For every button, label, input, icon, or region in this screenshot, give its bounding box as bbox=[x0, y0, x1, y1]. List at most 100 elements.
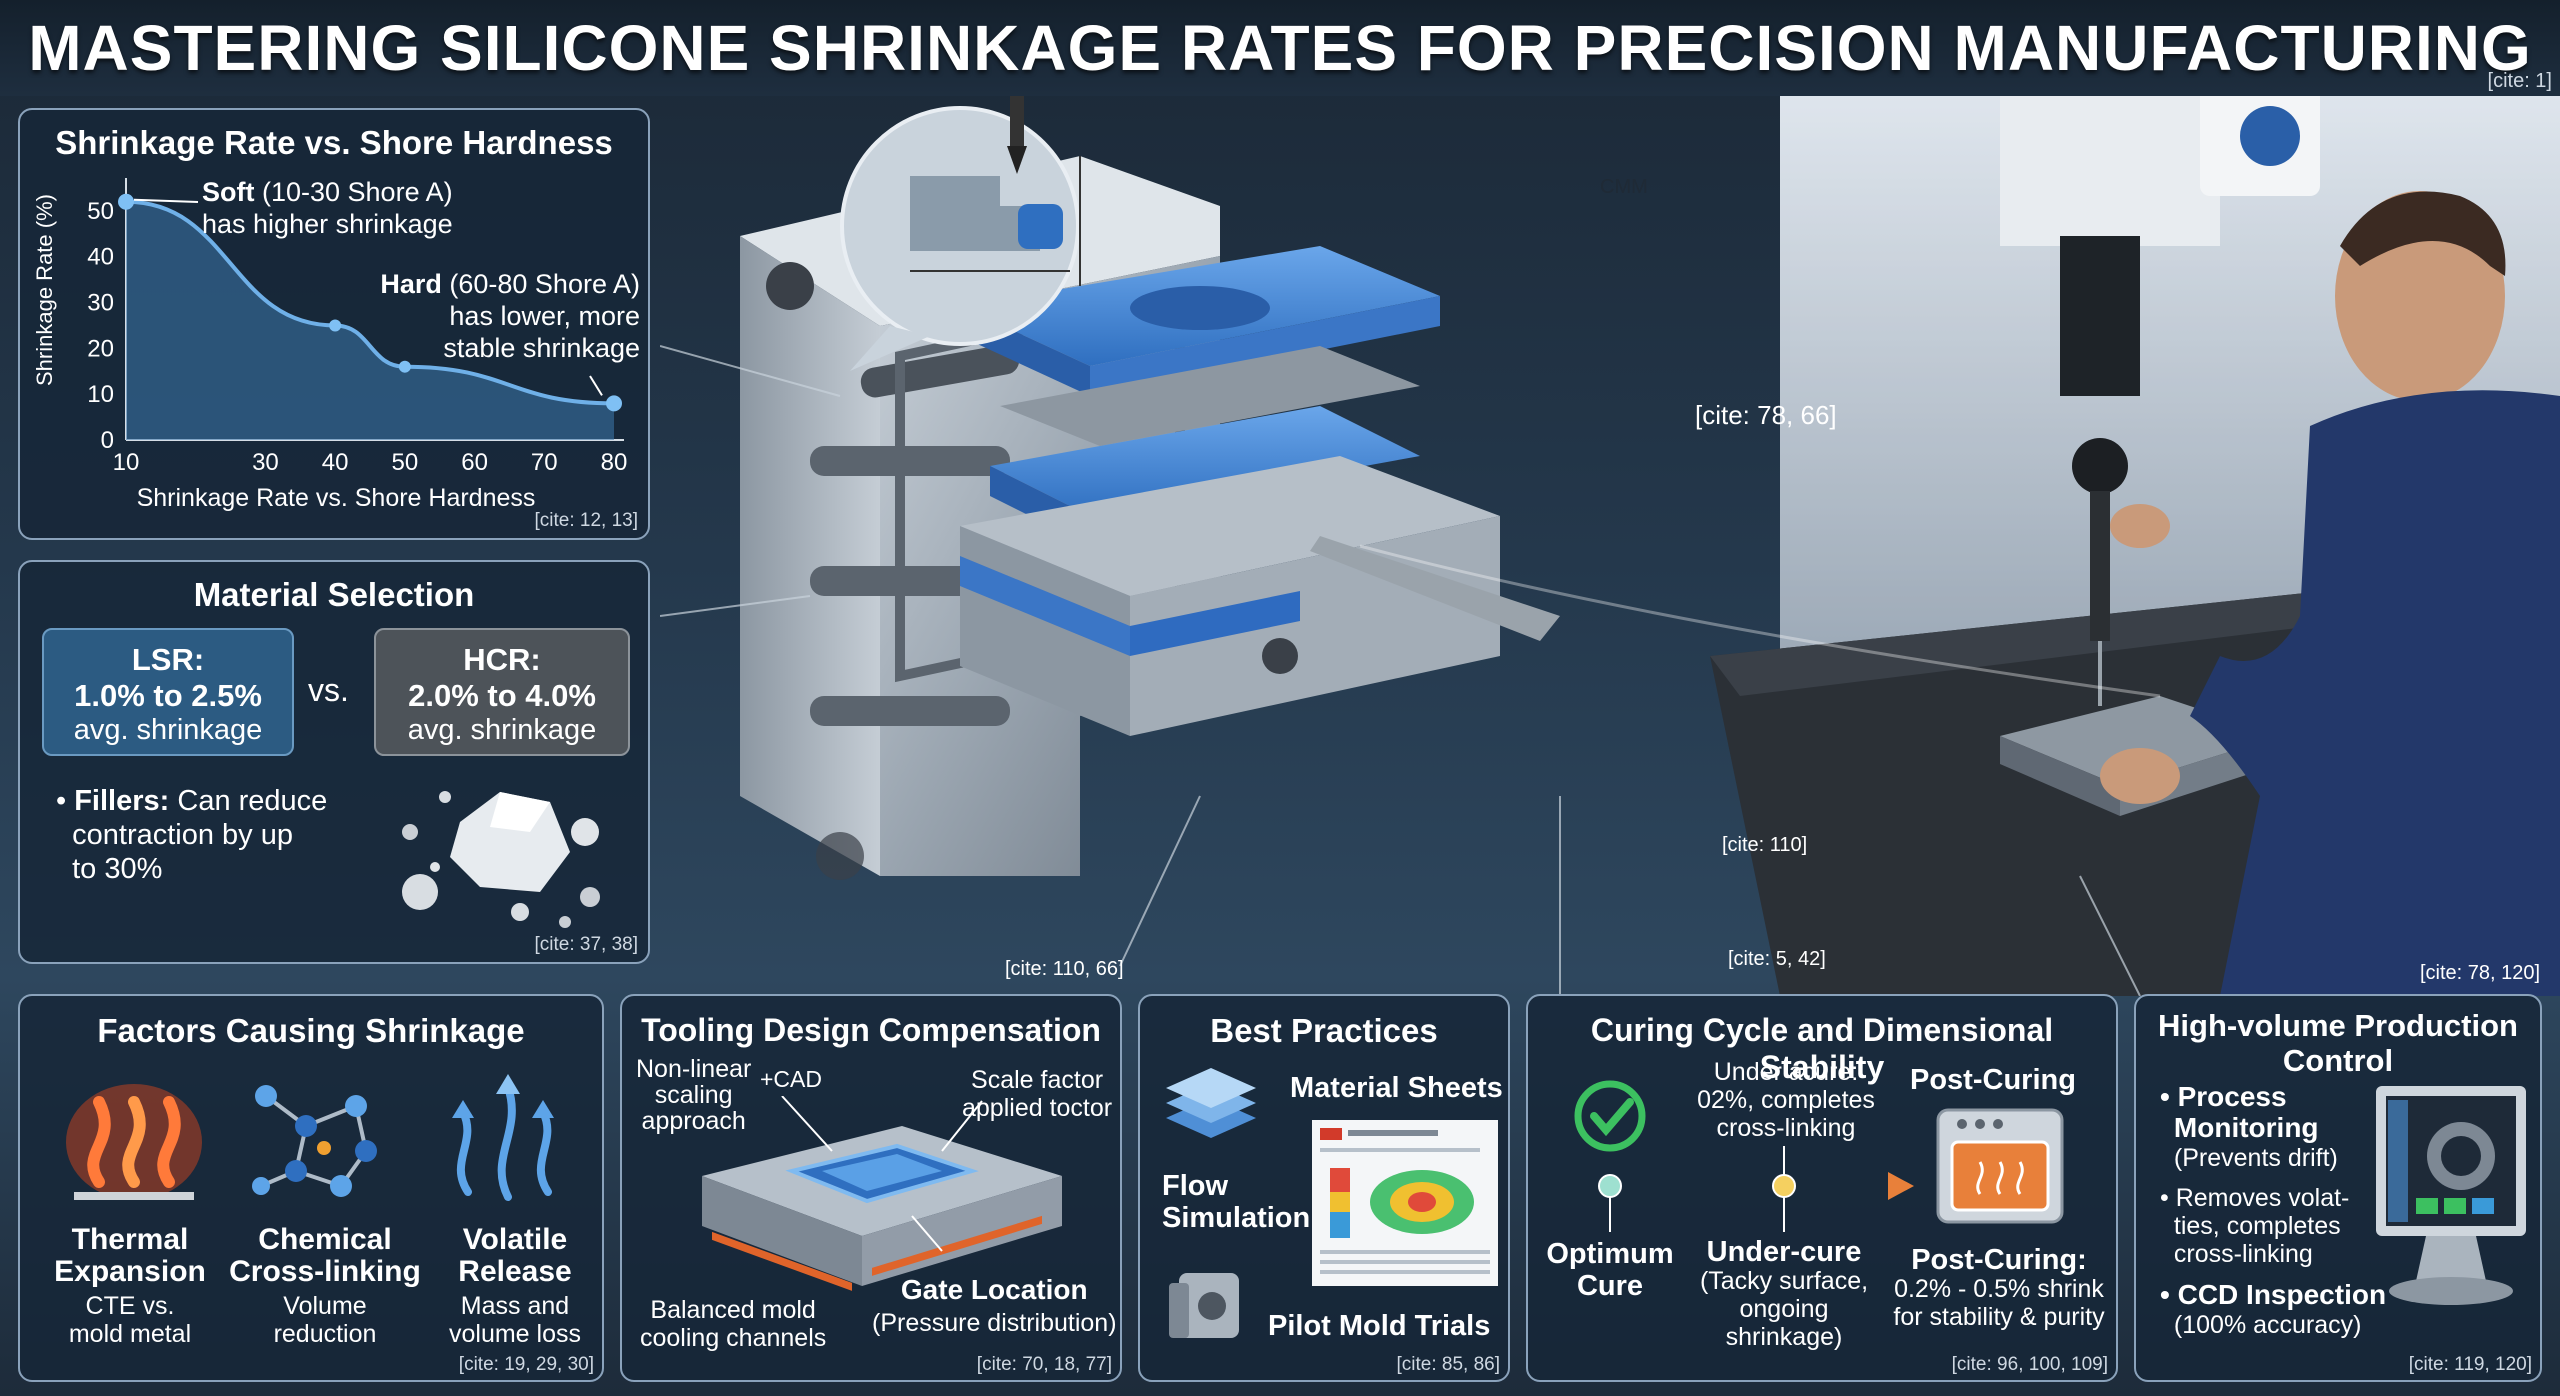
process-2: Monitoring bbox=[2173, 1112, 2319, 1143]
optimum-1: Optimum bbox=[1546, 1238, 1674, 1270]
ccd-desc: (100% accuracy) bbox=[2173, 1311, 2362, 1339]
chart-point bbox=[398, 360, 411, 373]
nonlinear-2: scaling bbox=[654, 1081, 733, 1109]
soft-annotation: Soft (10-30 Shore A) has higher shrinkag… bbox=[202, 176, 453, 240]
material-sheets-icon bbox=[1166, 1068, 1256, 1138]
curing-cite: [cite: 96, 100, 109] bbox=[1951, 1354, 2108, 1375]
hard-desc-1: has lower, more bbox=[449, 301, 640, 331]
factor-thermal-desc: CTE vs.mold metal bbox=[40, 1292, 220, 1348]
monitor-icon bbox=[2376, 1086, 2526, 1305]
mold-and-cmm-illustration bbox=[660, 96, 2560, 996]
post-curing-2: for stability & purity bbox=[1893, 1303, 2105, 1331]
hcr-label: HCR: bbox=[463, 642, 541, 677]
flow-1: Flow bbox=[1162, 1170, 1229, 1202]
lsr-box: LSR: 1.0% to 2.5% avg. shrinkage bbox=[42, 628, 294, 756]
chart-y-tick-label: 30 bbox=[87, 290, 114, 317]
factor-thermal-desc-2: mold metal bbox=[68, 1320, 192, 1348]
post-curing-note: Post-Curing: 0.2% - 0.5% shrink for stab… bbox=[1884, 1244, 2114, 1332]
factors-title: Factors Causing Shrinkage bbox=[97, 1012, 525, 1049]
post-curing-1: 0.2% - 0.5% shrink bbox=[1894, 1275, 2104, 1303]
flow-2: Simulation bbox=[1162, 1202, 1311, 1234]
balanced-2: cooling channels bbox=[640, 1324, 827, 1352]
mold-base-block bbox=[960, 456, 1500, 596]
cite-110-66: [cite: 110, 66] bbox=[1005, 958, 1124, 980]
cite-78-120: [cite: 78, 120] bbox=[2420, 962, 2541, 984]
technician-body bbox=[2190, 390, 2560, 996]
cite-5-42: [cite: 5, 42] bbox=[1728, 948, 1826, 970]
chart-y-tick-label: 50 bbox=[87, 198, 114, 225]
best-cite: [cite: 85, 86] bbox=[1396, 1354, 1500, 1375]
under-cure-1: (Tacky surface, bbox=[1699, 1267, 1869, 1295]
post-curing-title: Post-Curing: bbox=[1911, 1244, 2087, 1276]
title-bar: MASTERING SILICONE SHRINKAGE RATES FOR P… bbox=[0, 0, 2560, 96]
chart-panel-title: Shrinkage Rate vs. Shore Hardness bbox=[55, 124, 613, 161]
soft-desc: has higher shrinkage bbox=[202, 209, 453, 239]
factor-thermal-title-2: Expansion bbox=[54, 1255, 206, 1288]
hard-label: Hard bbox=[380, 269, 442, 299]
measuring-pen bbox=[1310, 536, 1560, 641]
pilot-trials-label: Pilot Mold Trials bbox=[1268, 1310, 1491, 1342]
cite-78-66: [cite: 78, 66] bbox=[1695, 400, 1837, 430]
lsr-range: 1.0% to 2.5% bbox=[74, 678, 262, 713]
cmm-label: CMM bbox=[1600, 176, 1648, 198]
cmm-gantry bbox=[2000, 96, 2220, 246]
fillers-label: Fillers: bbox=[74, 785, 170, 817]
chart-y-tick-label: 40 bbox=[87, 244, 114, 271]
curing-timeline bbox=[1548, 1080, 2064, 1232]
under-acure-2: 02%, completes bbox=[1697, 1086, 1875, 1114]
under-cure-title: Under-cure bbox=[1706, 1236, 1862, 1268]
chart-x-tick-label: 10 bbox=[113, 449, 140, 476]
chart-xlabel: Shrinkage Rate vs. Shore Hardness bbox=[136, 484, 536, 512]
fillers-text-1: Can reduce bbox=[169, 785, 328, 817]
high-volume-title-2: Control bbox=[2282, 1043, 2394, 1078]
chart-y-tick-label: 0 bbox=[101, 427, 114, 454]
factor-thermal-desc-1: CTE vs. bbox=[85, 1292, 175, 1320]
mold-front bbox=[740, 236, 880, 876]
chart-y-tick-label: 10 bbox=[87, 381, 114, 408]
hard-desc-2: stable shrinkage bbox=[443, 333, 640, 363]
factor-thermal-title-1: Thermal bbox=[71, 1223, 189, 1256]
hcr-box: HCR: 2.0% to 4.0% avg. shrinkage bbox=[374, 628, 630, 756]
factor-volatile-desc-2: volume loss bbox=[449, 1320, 581, 1348]
high-volume-cite: [cite: 119, 120] bbox=[2408, 1354, 2532, 1375]
removes-item: • Removes volat- ties, completes cross-l… bbox=[2160, 1184, 2350, 1268]
gate-location-desc: (Pressure distribution) bbox=[872, 1309, 1117, 1337]
balanced-1: Balanced mold bbox=[650, 1296, 816, 1324]
chart-y-tick-label: 20 bbox=[87, 335, 114, 362]
cite-110: [cite: 110] bbox=[1722, 834, 1808, 856]
under-acure-note: Under acure: 02%, completes cross-linkin… bbox=[1696, 1058, 1876, 1142]
under-cure-note: Under-cure (Tacky surface, ongoing shrin… bbox=[1684, 1236, 1884, 1352]
hcr-desc: avg. shrinkage bbox=[407, 714, 597, 746]
heat-waves-icon bbox=[66, 1084, 202, 1200]
page-title: MASTERING SILICONE SHRINKAGE RATES FOR P… bbox=[28, 12, 2532, 84]
factor-chemical-desc-2: reduction bbox=[273, 1320, 377, 1348]
process-1: Process bbox=[2177, 1081, 2287, 1112]
compensated-mold-diagram bbox=[702, 1096, 1062, 1291]
removes-3: cross-linking bbox=[2173, 1240, 2313, 1268]
curing-title: Curing Cycle and Dimensional Stability bbox=[1590, 1012, 2054, 1085]
soft-range: (10-30 Shore A) bbox=[254, 177, 453, 207]
silicone-gasket bbox=[1000, 346, 1420, 446]
silicone-part-bottom bbox=[960, 556, 1130, 656]
best-title: Best Practices bbox=[1210, 1012, 1438, 1049]
curing-panel: Curing Cycle and Dimensional Stability U… bbox=[1526, 994, 2118, 1382]
process-monitoring-item: • Process Monitoring (Prevents drift) bbox=[2160, 1081, 2338, 1172]
title-cite: [cite: 1] bbox=[2487, 70, 2552, 92]
soft-pointer bbox=[133, 198, 199, 203]
pilot-mold-icon bbox=[1169, 1273, 1239, 1338]
scale-factor-1: Scale factor bbox=[971, 1066, 1104, 1094]
under-acure-3: cross-linking bbox=[1716, 1114, 1856, 1142]
chart-ylabel: Shrinkage Rate (%) bbox=[32, 194, 57, 386]
chart-x-tick-label: 70 bbox=[531, 449, 558, 476]
factor-volatile-title-1: Volatile bbox=[462, 1223, 568, 1256]
